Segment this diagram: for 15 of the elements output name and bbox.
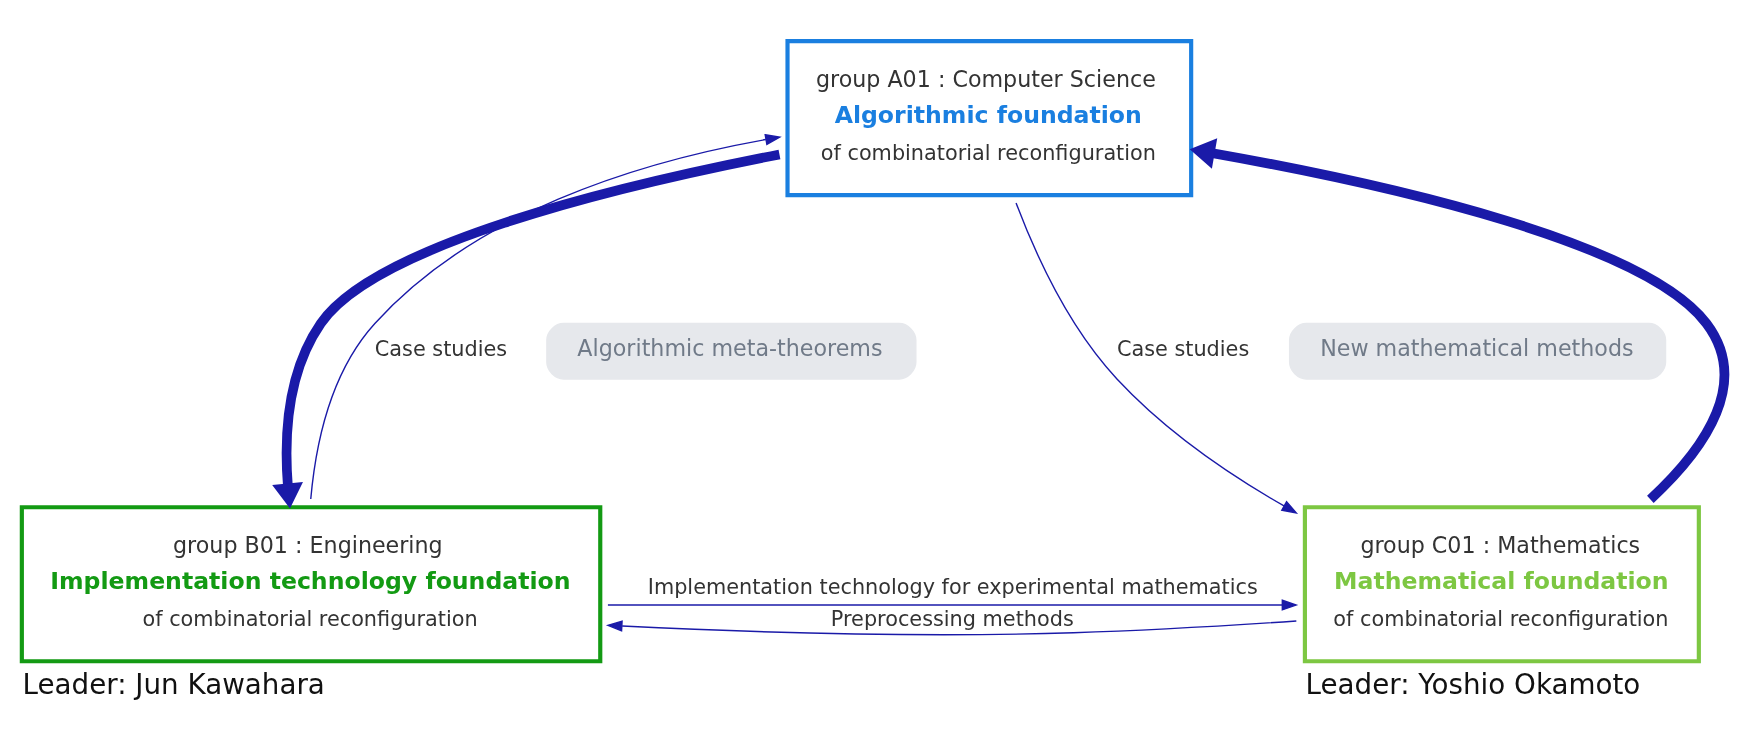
node-label: Leader: Jun Kawahara: [22, 667, 325, 701]
arrow: [607, 598, 1299, 611]
node-box: Algorithmic meta-theorems: [546, 322, 917, 380]
edge-label: Implementation technology for experimental mathematics: [647, 574, 1258, 599]
arrow: [1189, 137, 1729, 503]
arrow: [605, 619, 1298, 635]
node-box: group A01 : Computer Science Algorithmic foundation of combinatorial reconfiguration: [785, 38, 1194, 197]
node-box: group B01 : Engineering Implementation technology foundation of combinatorial reconfiguration: [19, 504, 603, 663]
node-box: group C01 : Mathematics Mathematical foundation of combinatorial reconfiguration: [1302, 504, 1701, 663]
edge-label: Case studies: [1116, 336, 1250, 361]
arrow: [1015, 201, 1299, 514]
edge-label: Preprocessing methods: [830, 606, 1074, 631]
edge-label: Case studies: [374, 336, 508, 361]
node-label: Leader: Yoshio Okamoto: [1305, 667, 1641, 701]
node-box: New mathematical methods: [1288, 322, 1667, 380]
